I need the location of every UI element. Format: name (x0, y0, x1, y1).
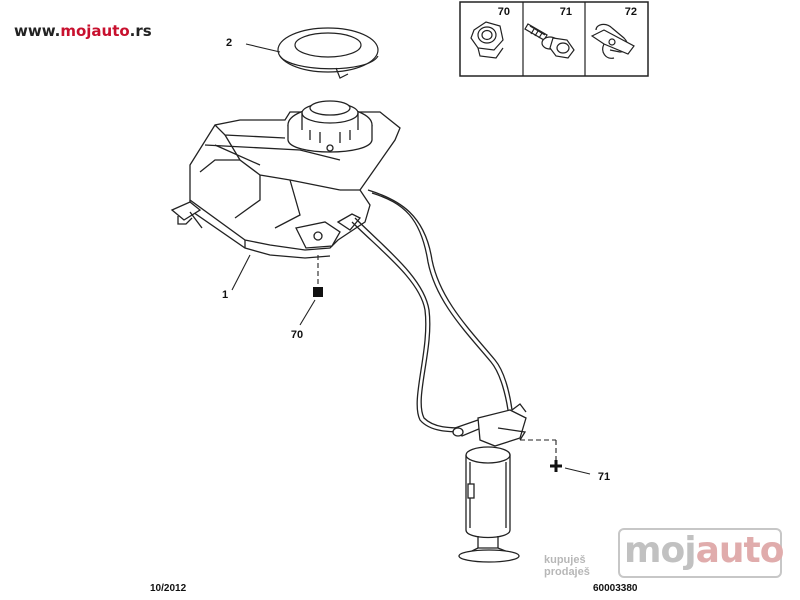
watermark-slogan-line-2: prodaješ (544, 566, 590, 578)
marker-square (313, 287, 323, 297)
watermark-logo: mojauto (618, 528, 785, 578)
control-unit-part-1 (170, 100, 401, 259)
watermark-frame (618, 528, 782, 578)
watermark-text-b: auto (695, 530, 785, 571)
diagram-date: 10/2012 (150, 583, 187, 594)
bolt-icon (524, 23, 575, 59)
legend-ref-70: 70 (498, 6, 510, 18)
legend-box: 70 71 72 (459, 1, 649, 77)
nut-icon (470, 21, 504, 59)
callout-1: 1 (222, 289, 228, 301)
sensor-assembly (452, 403, 527, 563)
site-url-prefix: www. (14, 22, 61, 40)
clip-icon (590, 23, 635, 59)
legend-ref-71: 71 (560, 6, 572, 18)
site-url-brand: mojauto (60, 22, 130, 40)
site-url[interactable]: www.mojauto.rs (14, 22, 152, 40)
watermark-text-a: moj (624, 530, 697, 571)
watermark-slogan: kupuješ prodaješ (544, 554, 590, 578)
callout-71: 71 (598, 471, 610, 483)
ring-part-2 (277, 27, 379, 79)
site-url-suffix: .rs (129, 22, 152, 40)
callout-lines (231, 43, 591, 475)
cable-harness (351, 189, 513, 433)
watermark-text: mojauto (624, 530, 785, 571)
legend-ref-72: 72 (625, 6, 637, 18)
callout-2: 2 (226, 37, 232, 49)
marker-plus (550, 460, 562, 472)
watermark-slogan-line-1: kupuješ (544, 554, 586, 566)
diagram-code: 60003380 (593, 583, 638, 594)
callout-70: 70 (291, 329, 303, 341)
